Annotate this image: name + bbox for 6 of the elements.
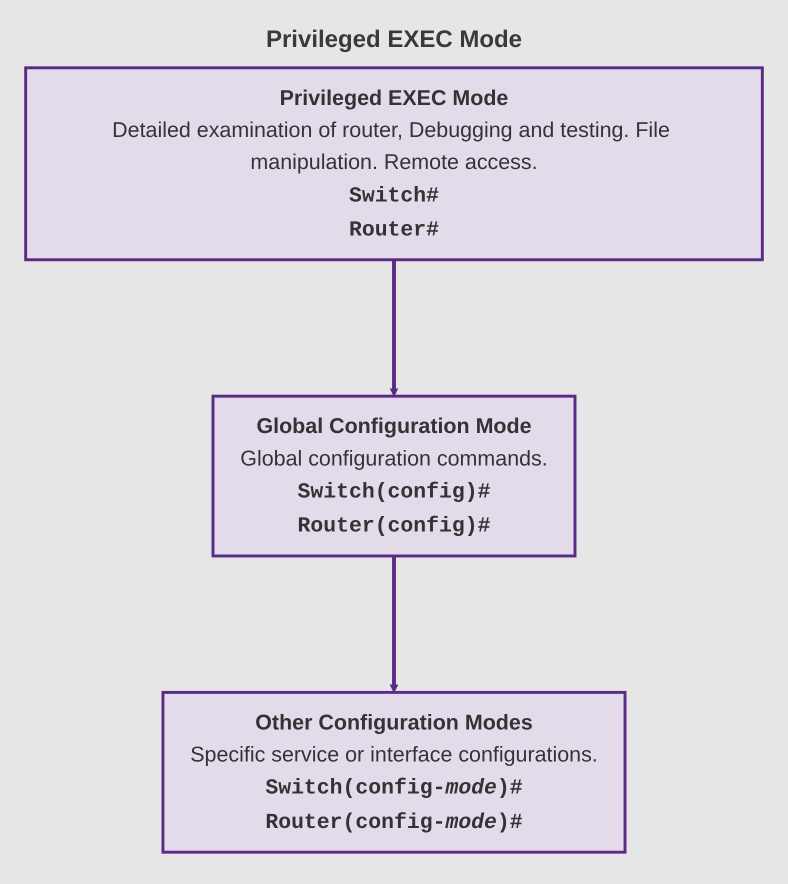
arrow — [390, 260, 398, 397]
arrow — [390, 556, 398, 693]
node-box: Privileged EXEC Mode Detailed examination of router, Debugging and testing. File manipulation. Remote access. Switch# Router# — [24, 66, 764, 262]
diagram-title: Privileged EXEC Mode — [266, 26, 522, 54]
node-box: Other Configuration Modes Specific service or interface configurations. Switch(config-mode)# Router(config-mode)# — [162, 690, 626, 854]
node-box: Global Configuration Mode Global configuration commands. Switch(config)# Router(config)# — [212, 394, 576, 558]
